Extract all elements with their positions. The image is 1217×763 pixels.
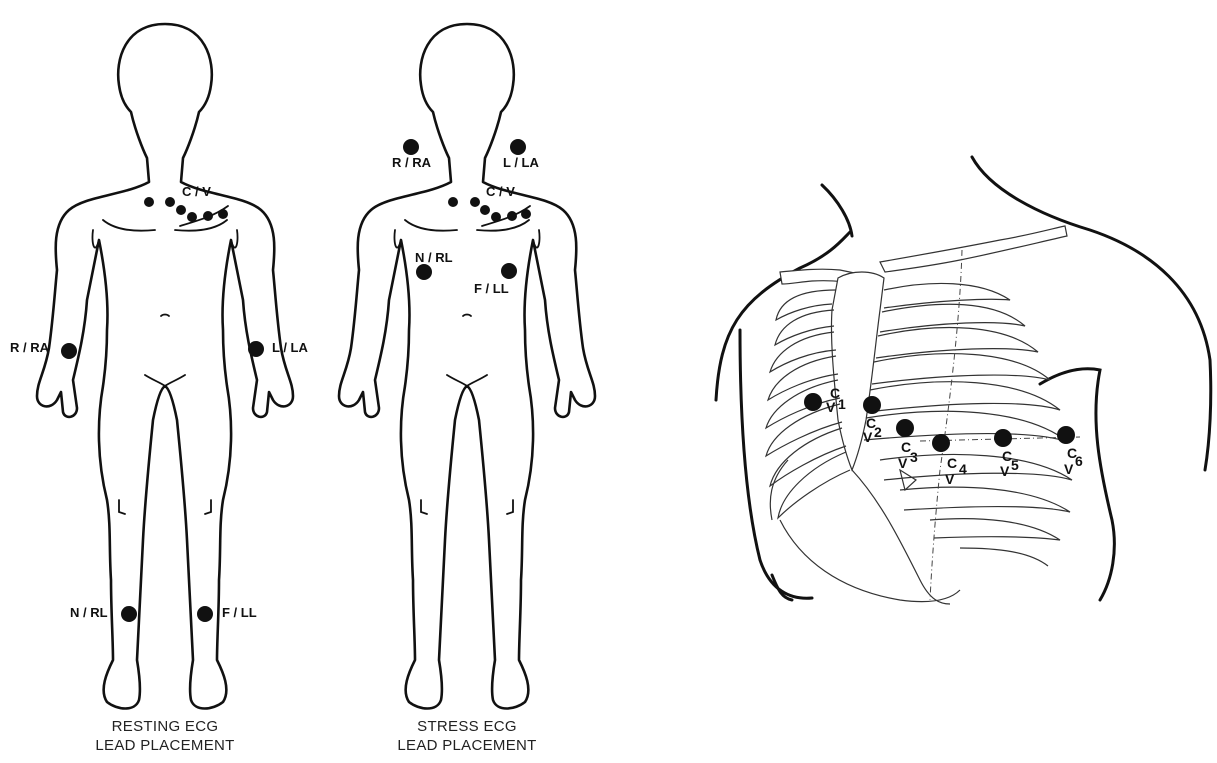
chest-electrode-v6 <box>1057 426 1075 444</box>
label-v5: C V 5 <box>1000 448 1019 479</box>
chest-right-shoulder-outline <box>972 157 1211 470</box>
resting-chest-electrode-1 <box>144 197 154 207</box>
label-v5-num: 5 <box>1011 457 1019 473</box>
label-v6-num: 6 <box>1075 453 1083 469</box>
label-v3-bottom: V <box>898 455 908 471</box>
stress-right-arm-label: R / RA <box>392 155 432 170</box>
label-v2-num: 2 <box>874 424 882 440</box>
stress-left-arm-label: L / LA <box>503 155 539 170</box>
stress-chest-label: C / V <box>486 184 515 199</box>
chest-detail: C V 1 C V 2 C V 3 C V 4 C V 5 C V 6 <box>716 157 1211 604</box>
label-v1-num: 1 <box>838 396 846 412</box>
label-v6: C V 6 <box>1064 445 1083 477</box>
stress-caption-line2: LEAD PLACEMENT <box>397 737 536 754</box>
resting-chest-electrode-2 <box>165 197 175 207</box>
stress-left-leg-label: F / LL <box>474 281 509 296</box>
resting-caption-line1: RESTING ECG <box>112 718 219 735</box>
stress-right-arm-electrode <box>403 139 419 155</box>
chest-electrode-v1 <box>804 393 822 411</box>
stress-right-leg-label: N / RL <box>415 250 453 265</box>
stress-chest-electrode-5 <box>507 211 517 221</box>
resting-left-arm-electrode <box>248 341 264 357</box>
resting-right-leg-label: N / RL <box>70 605 108 620</box>
stress-chest-electrode-1 <box>448 197 458 207</box>
chest-electrode-v2 <box>863 396 881 414</box>
chest-right-ribs <box>864 283 1072 566</box>
label-v4-num: 4 <box>959 461 967 477</box>
resting-left-leg-label: F / LL <box>222 605 257 620</box>
label-v6-bottom: V <box>1064 461 1074 477</box>
stress-body-outline <box>339 24 595 709</box>
chest-electrode-v3 <box>896 419 914 437</box>
stress-chest-electrode-3 <box>480 205 490 215</box>
resting-left-arm-label: L / LA <box>272 340 308 355</box>
resting-chest-electrode-3 <box>176 205 186 215</box>
label-v4-bottom: V <box>945 471 955 487</box>
stress-left-leg-electrode <box>501 263 517 279</box>
resting-figure: C / V R / RA L / LA N / RL F / LL RESTIN… <box>10 24 308 754</box>
stress-caption-line1: STRESS ECG <box>417 718 517 735</box>
stress-chest-electrode-2 <box>470 197 480 207</box>
chest-xiphoid <box>900 470 916 490</box>
label-v3-num: 3 <box>910 449 918 465</box>
chest-right-clavicle <box>880 226 1067 272</box>
resting-left-leg-electrode <box>197 606 213 622</box>
chest-electrode-v4 <box>932 434 950 452</box>
resting-right-arm-label: R / RA <box>10 340 50 355</box>
chest-sternum <box>831 272 884 470</box>
chest-electrode-v5 <box>994 429 1012 447</box>
label-v4: C V 4 <box>945 455 967 487</box>
label-v4-top: C <box>947 455 957 471</box>
label-v1-bottom: V <box>826 399 836 415</box>
stress-left-arm-electrode <box>510 139 526 155</box>
resting-chest-electrode-5 <box>203 211 213 221</box>
label-v2: C V 2 <box>863 415 882 445</box>
chest-lower-ribcage <box>780 520 960 602</box>
resting-chest-electrode-6 <box>218 209 228 219</box>
resting-chest-electrode-4 <box>187 212 197 222</box>
resting-right-arm-electrode <box>61 343 77 359</box>
stress-chest-electrode-6 <box>521 209 531 219</box>
stress-right-leg-electrode <box>416 264 432 280</box>
resting-caption-line2: LEAD PLACEMENT <box>95 737 234 754</box>
stress-chest-electrode-4 <box>491 212 501 222</box>
label-v5-bottom: V <box>1000 463 1010 479</box>
resting-chest-label: C / V <box>182 184 211 199</box>
chest-neck-left <box>822 185 852 236</box>
resting-right-leg-electrode <box>121 606 137 622</box>
label-v2-bottom: V <box>863 429 873 445</box>
chest-left-flank <box>740 330 812 598</box>
stress-figure: C / V R / RA L / LA N / RL F / LL STRESS… <box>339 24 595 754</box>
label-v3: C V 3 <box>898 439 918 471</box>
